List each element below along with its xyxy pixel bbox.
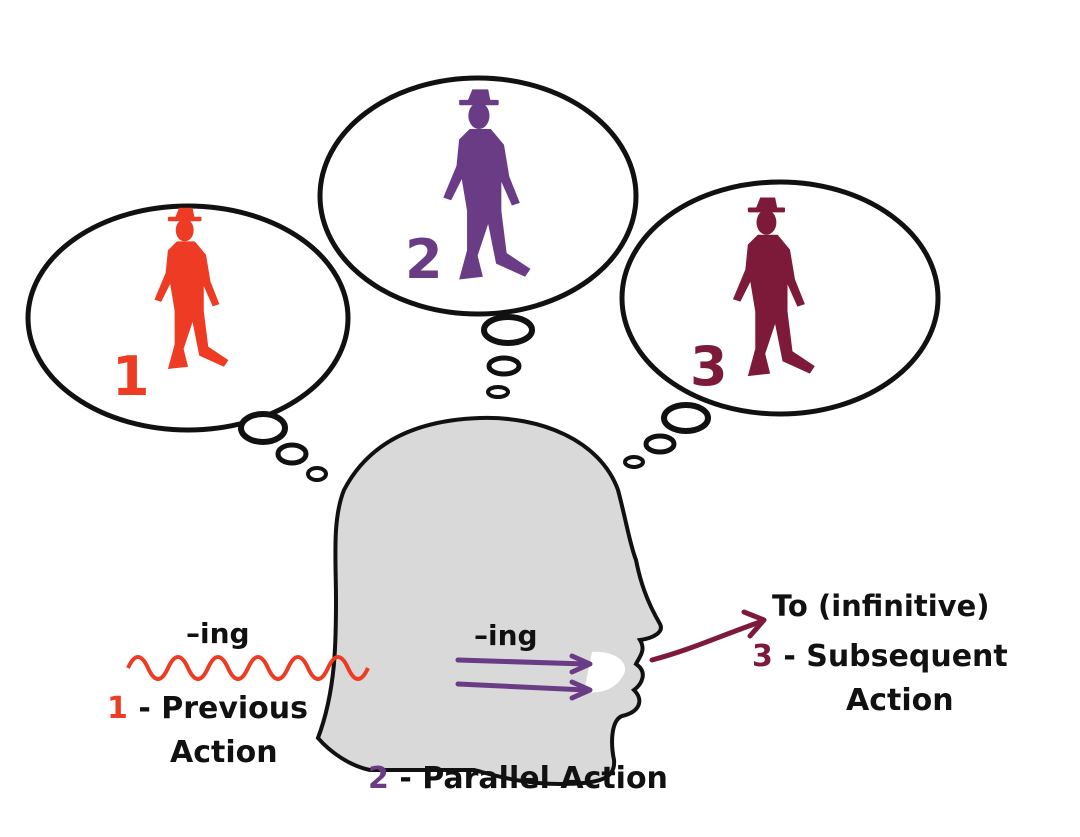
subsequent-label: 3 - Subsequent (752, 642, 1008, 672)
wavy-line (126, 655, 370, 681)
subsequent-text: - Subsequent (772, 639, 1008, 674)
trail-bubble (275, 442, 309, 466)
subsequent-arrow (649, 609, 767, 663)
trail-bubble (481, 314, 535, 346)
parallel-number: 2 (368, 761, 389, 796)
subsequent-number: 3 (752, 639, 773, 674)
trail-bubble (486, 355, 522, 377)
bubble-number-1: 1 (112, 345, 150, 408)
mouth-highlight (584, 651, 626, 693)
parallel-suffix: –ing (474, 619, 538, 652)
trail-bubble (643, 433, 677, 455)
trail-bubble (238, 411, 288, 445)
trail-bubble (623, 455, 645, 469)
trail-bubble (486, 385, 510, 399)
previous-suffix: –ing (186, 617, 250, 650)
parallel-label: 2 - Parallel Action (368, 764, 668, 794)
subsequent-form: To (infinitive) (772, 589, 990, 623)
previous-number: 1 (107, 691, 128, 726)
parallel-text: - Parallel Action (388, 761, 668, 796)
bubble-number-2: 2 (405, 228, 443, 291)
head-silhouette (315, 415, 663, 787)
bubble-number-3: 3 (690, 335, 728, 398)
parallel-arrows (455, 653, 593, 701)
subsequent-action-word: Action (846, 683, 954, 718)
trail-bubble (661, 402, 711, 434)
previous-action-word: Action (170, 735, 278, 770)
previous-text: - Previous (127, 691, 309, 726)
trail-bubble (306, 466, 328, 482)
previous-label: 1 - Previous (107, 694, 308, 724)
